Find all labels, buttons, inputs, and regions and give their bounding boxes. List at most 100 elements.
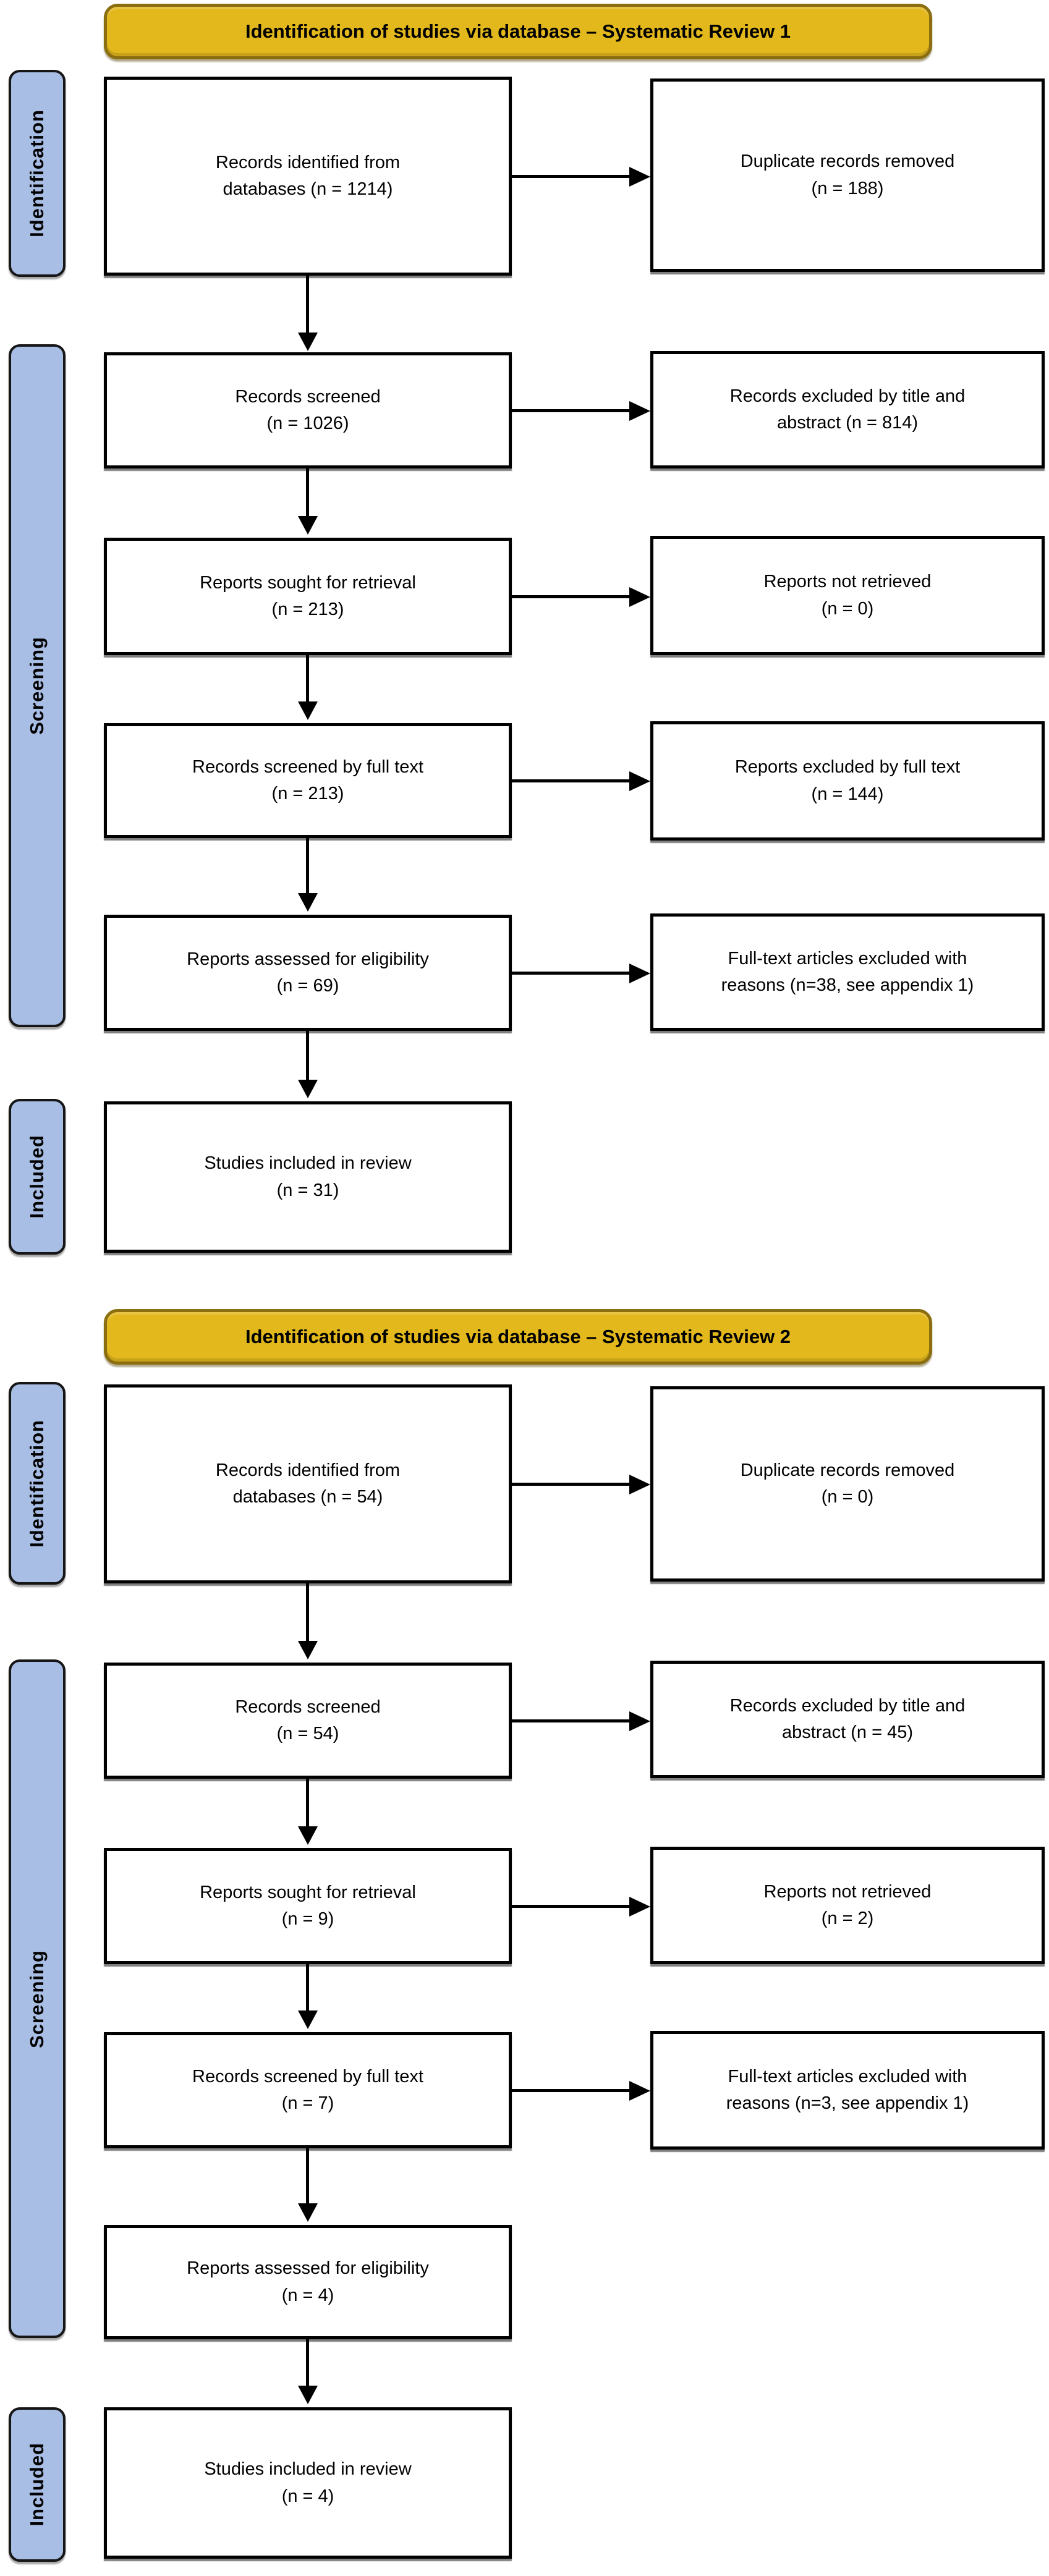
- sr2-stage-identification-label: Identification: [26, 1419, 48, 1548]
- box-text-line: Duplicate records removed: [740, 1460, 955, 1480]
- sr2-stage-included-label: Included: [26, 2443, 48, 2527]
- sr2-arrow-down-2-line: [306, 1779, 309, 1826]
- box-text-line: Reports excluded by full text: [734, 757, 961, 777]
- sr2-box-duplicates-removed: Duplicate records removed (n = 0): [650, 1386, 1045, 1582]
- box-text-line: (n = 0): [821, 598, 874, 619]
- sr2-arrow-right-1-line: [512, 1483, 629, 1486]
- sr1-box-excluded-title-abstract: Records excluded by title and abstract (…: [650, 351, 1045, 468]
- sr1-box-excluded-full-text: Reports excluded by full text (n = 144): [650, 721, 1045, 841]
- sr2-box-studies-included: Studies included in review (n = 4): [104, 2407, 512, 2559]
- sr2-box-records-identified: Records identified from databases (n = 5…: [104, 1384, 512, 1583]
- sr2-stage-screening: Screening: [9, 1659, 66, 2338]
- sr1-arrow-right-5-head-icon: [629, 964, 650, 983]
- sr2-arrow-right-3-line: [512, 1905, 629, 1908]
- box-text-line: (n = 54): [276, 1724, 339, 1743]
- sr1-arrow-right-5-line: [512, 972, 629, 975]
- box-text-line: Reports sought for retrieval: [200, 572, 416, 593]
- box-text-line: (n = 213): [271, 600, 344, 619]
- sr1-arrow-right-1-head-icon: [629, 167, 650, 187]
- sr2-arrow-down-4-head-icon: [298, 2203, 318, 2222]
- box-text-line: (n = 9): [281, 1909, 334, 1929]
- box-text-line: Reports not retrieved: [763, 1881, 932, 1902]
- sr1-stage-screening-label: Screening: [26, 637, 48, 735]
- sr2-box-excluded-with-reasons: Full-text articles excluded with reasons…: [650, 2031, 1045, 2150]
- sr1-stage-screening: Screening: [9, 344, 66, 1027]
- box-text-line: (n = 1026): [266, 413, 349, 433]
- sr1-stage-included-label: Included: [26, 1135, 48, 1219]
- box-text-line: Duplicate records removed: [740, 151, 955, 171]
- box-text-line: databases (n = 54): [232, 1487, 383, 1507]
- box-text-line: Records screened: [235, 386, 381, 407]
- sr1-arrow-right-4-line: [512, 779, 629, 782]
- sr1-arrow-right-3-head-icon: [629, 587, 650, 607]
- box-text-line: Records identified from: [215, 152, 401, 172]
- sr1-arrow-down-1-line: [306, 276, 309, 333]
- sr2-stage-included: Included: [9, 2407, 66, 2562]
- box-text-line: Records screened by full text: [192, 756, 423, 777]
- box-text-line: (n = 4): [281, 2486, 334, 2506]
- box-text-line: reasons (n=3, see appendix 1): [726, 2093, 969, 2113]
- sr1-arrow-right-1-line: [512, 175, 629, 178]
- box-text-line: Reports not retrieved: [763, 572, 932, 591]
- box-text-line: abstract (n = 814): [776, 413, 919, 433]
- sr1-arrow-down-1-head-icon: [298, 333, 318, 351]
- sr2-arrow-down-4-line: [306, 2148, 309, 2203]
- sr1-box-assessed-eligibility: Reports assessed for eligibility (n = 69…: [104, 915, 512, 1031]
- sr1-header: Identification of studies via database –…: [104, 4, 932, 59]
- sr1-box-screened-full-text: Records screened by full text (n = 213): [104, 723, 512, 838]
- sr1-arrow-down-2-head-icon: [298, 516, 318, 535]
- sr1-arrow-right-4-head-icon: [629, 771, 650, 791]
- sr2-arrow-down-1-head-icon: [298, 1641, 318, 1659]
- sr1-arrow-down-2-line: [306, 468, 309, 516]
- sr1-box-duplicates-removed: Duplicate records removed (n = 188): [650, 78, 1045, 272]
- sr1-box-records-screened: Records screened (n = 1026): [104, 352, 512, 468]
- sr2-arrow-down-1-line: [306, 1583, 309, 1641]
- sr2-arrow-right-4-head-icon: [629, 2081, 650, 2101]
- box-text-line: reasons (n=38, see appendix 1): [721, 975, 974, 995]
- sr1-box-excluded-with-reasons: Full-text articles excluded with reasons…: [650, 913, 1045, 1031]
- box-text-line: Full-text articles excluded with: [728, 2066, 967, 2087]
- sr1-arrow-down-4-line: [306, 838, 309, 893]
- box-text-line: Records identified from: [215, 1460, 401, 1480]
- box-text-line: abstract (n = 45): [782, 1722, 913, 1742]
- box-text-line: (n = 0): [821, 1487, 874, 1507]
- sr2-box-assessed-eligibility: Reports assessed for eligibility (n = 4): [104, 2225, 512, 2339]
- sr1-arrow-down-5-head-icon: [298, 1080, 318, 1098]
- sr2-arrow-right-1-head-icon: [629, 1475, 650, 1494]
- sr1-arrow-down-5-line: [306, 1031, 309, 1080]
- sr2-arrow-right-3-head-icon: [629, 1897, 650, 1917]
- sr2-arrow-right-2-line: [512, 1719, 629, 1722]
- box-text-line: (n = 144): [811, 784, 884, 804]
- box-text-line: (n = 213): [271, 784, 344, 803]
- box-text-line: Studies included in review: [204, 1153, 412, 1173]
- sr2-stage-identification: Identification: [9, 1382, 66, 1585]
- sr2-arrow-down-3-head-icon: [298, 2010, 318, 2029]
- box-text-line: Studies included in review: [204, 2459, 412, 2479]
- sr2-box-records-screened: Records screened (n = 54): [104, 1663, 512, 1779]
- box-text-line: Reports sought for retrieval: [200, 1882, 416, 1902]
- box-text-line: databases (n = 1214): [223, 179, 393, 199]
- sr2-arrow-down-3-line: [306, 1964, 309, 2010]
- sr2-box-excluded-title-abstract: Records excluded by title and abstract (…: [650, 1661, 1045, 1778]
- sr1-box-reports-not-retrieved: Reports not retrieved (n = 0): [650, 536, 1045, 655]
- box-text-line: (n = 4): [281, 2285, 334, 2305]
- box-text-line: Reports assessed for eligibility: [187, 949, 429, 969]
- sr1-header-label: Identification of studies via database –…: [245, 20, 791, 42]
- sr1-box-records-identified: Records identified from databases (n = 1…: [104, 77, 512, 276]
- sr2-arrow-down-2-head-icon: [298, 1826, 318, 1845]
- sr1-arrow-down-3-head-icon: [298, 701, 318, 720]
- sr2-header: Identification of studies via database –…: [104, 1309, 932, 1365]
- sr1-arrow-down-3-line: [306, 655, 309, 701]
- sr2-box-reports-not-retrieved: Reports not retrieved (n = 2): [650, 1847, 1045, 1964]
- sr2-box-reports-sought: Reports sought for retrieval (n = 9): [104, 1848, 512, 1964]
- sr2-header-label: Identification of studies via database –…: [245, 1326, 791, 1347]
- sr1-arrow-right-2-line: [512, 409, 629, 412]
- sr1-arrow-down-4-head-icon: [298, 893, 318, 912]
- sr2-arrow-right-4-line: [512, 2089, 629, 2092]
- box-text-line: Records excluded by title and: [729, 386, 966, 406]
- box-text-line: Full-text articles excluded with: [728, 948, 967, 968]
- sr2-arrow-right-2-head-icon: [629, 1711, 650, 1731]
- box-text-line: (n = 69): [276, 976, 339, 996]
- box-text-line: Records screened: [235, 1697, 381, 1717]
